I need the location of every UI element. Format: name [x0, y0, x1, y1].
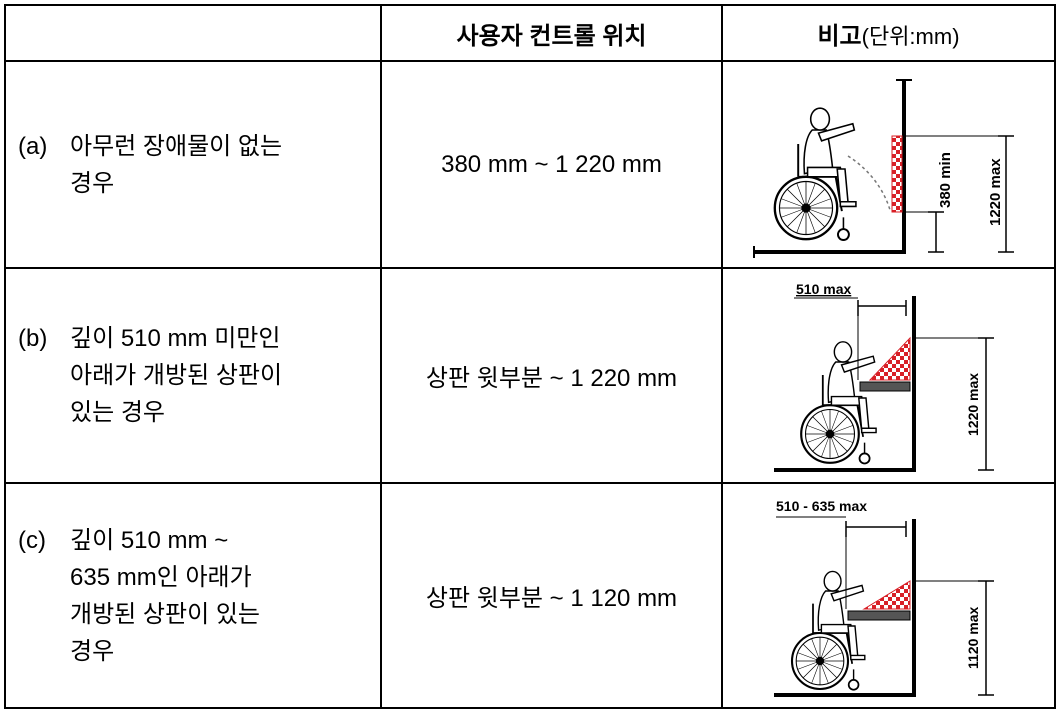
control-position-cell: 상판 윗부분 ~ 1 220 mm — [380, 267, 723, 484]
header-control-position: 사용자 컨트롤 위치 — [380, 4, 723, 62]
case-description-line: 개방된 상판이 있는 — [70, 600, 260, 628]
case-description-line: 아래가 개방된 상판이 — [70, 362, 283, 389]
header-case — [4, 4, 382, 62]
case-cell: (c) 깊이 510 mm ~ 635 mm인 아래가 개방된 상판이 있는 경… — [4, 482, 382, 709]
wheelchair-user-icon — [790, 569, 866, 691]
table-row: (a) 아무런 장애물이 없는 경우 380 mm ~ 1 220 mm — [4, 60, 1056, 269]
table-row: (b) 깊이 510 mm 미만인 아래가 개방된 상판이 있는 경우 상판 윗… — [4, 267, 1056, 484]
table-row: (c) 깊이 510 mm ~ 635 mm인 아래가 개방된 상판이 있는 경… — [4, 482, 1056, 709]
wheelchair-user-icon — [799, 340, 877, 465]
dimension-max: 1120 max — [965, 606, 981, 668]
dimension-max: 1220 max — [965, 372, 981, 435]
table-header-row: 사용자 컨트롤 위치 비고(단위:mm) — [4, 4, 1056, 62]
header-remarks-main: 비고 — [817, 22, 862, 50]
reach-range-table: 사용자 컨트롤 위치 비고(단위:mm) (a) 아무런 장애물이 없는 경우 … — [4, 4, 1056, 709]
reach-figure-shallow-counter: 510 max 1220 max — [773, 281, 994, 472]
floor-wall-line — [773, 518, 916, 697]
floor-wall-line — [753, 79, 906, 254]
dimension-max: 1220 max — [987, 157, 1004, 225]
case-cell: (b) 깊이 510 mm 미만인 아래가 개방된 상판이 있는 경우 — [4, 267, 382, 484]
header-remarks: 비고(단위:mm) — [721, 4, 1056, 62]
figure-cell: 380 min 1220 max — [721, 60, 1056, 269]
reach-figure-deep-counter: 510 - 635 max 1120 max — [773, 498, 994, 697]
case-description-line: 아무런 장애물이 없는 — [70, 132, 283, 160]
case-description-line: 경우 — [70, 637, 115, 665]
control-position-cell: 380 mm ~ 1 220 mm — [380, 60, 723, 269]
figure-cell: 510 - 635 max 1120 max — [721, 482, 1056, 709]
figure-cell: 510 max 1220 max — [721, 267, 1056, 484]
dimension-depth: 510 - 635 max — [776, 498, 867, 514]
case-label: (b) — [18, 325, 48, 352]
reach-zone — [861, 579, 910, 609]
case-label: (c) — [18, 526, 46, 554]
dimension-min: 380 min — [937, 152, 954, 208]
header-remarks-unit: (단위:mm) — [861, 23, 960, 49]
dimension-depth: 510 max — [796, 281, 851, 297]
case-label: (a) — [18, 132, 48, 160]
case-description-line: 있는 경우 — [70, 399, 165, 426]
counter-top — [847, 610, 910, 620]
wheelchair-user-icon — [773, 106, 857, 241]
case-description-line: 깊이 510 mm 미만인 — [70, 325, 281, 352]
case-cell: (a) 아무런 장애물이 없는 경우 — [4, 60, 382, 269]
case-description-line: 635 mm인 아래가 — [70, 563, 252, 591]
reach-figure-unobstructed: 380 min 1220 max — [752, 78, 1014, 258]
case-description-line: 경우 — [70, 169, 115, 197]
control-position-cell: 상판 윗부분 ~ 1 120 mm — [380, 482, 723, 709]
reach-zone — [891, 135, 902, 212]
case-description-line: 깊이 510 mm ~ — [70, 526, 229, 554]
counter-top — [859, 381, 910, 391]
reach-zone — [868, 336, 910, 380]
floor-wall-line — [773, 295, 916, 472]
